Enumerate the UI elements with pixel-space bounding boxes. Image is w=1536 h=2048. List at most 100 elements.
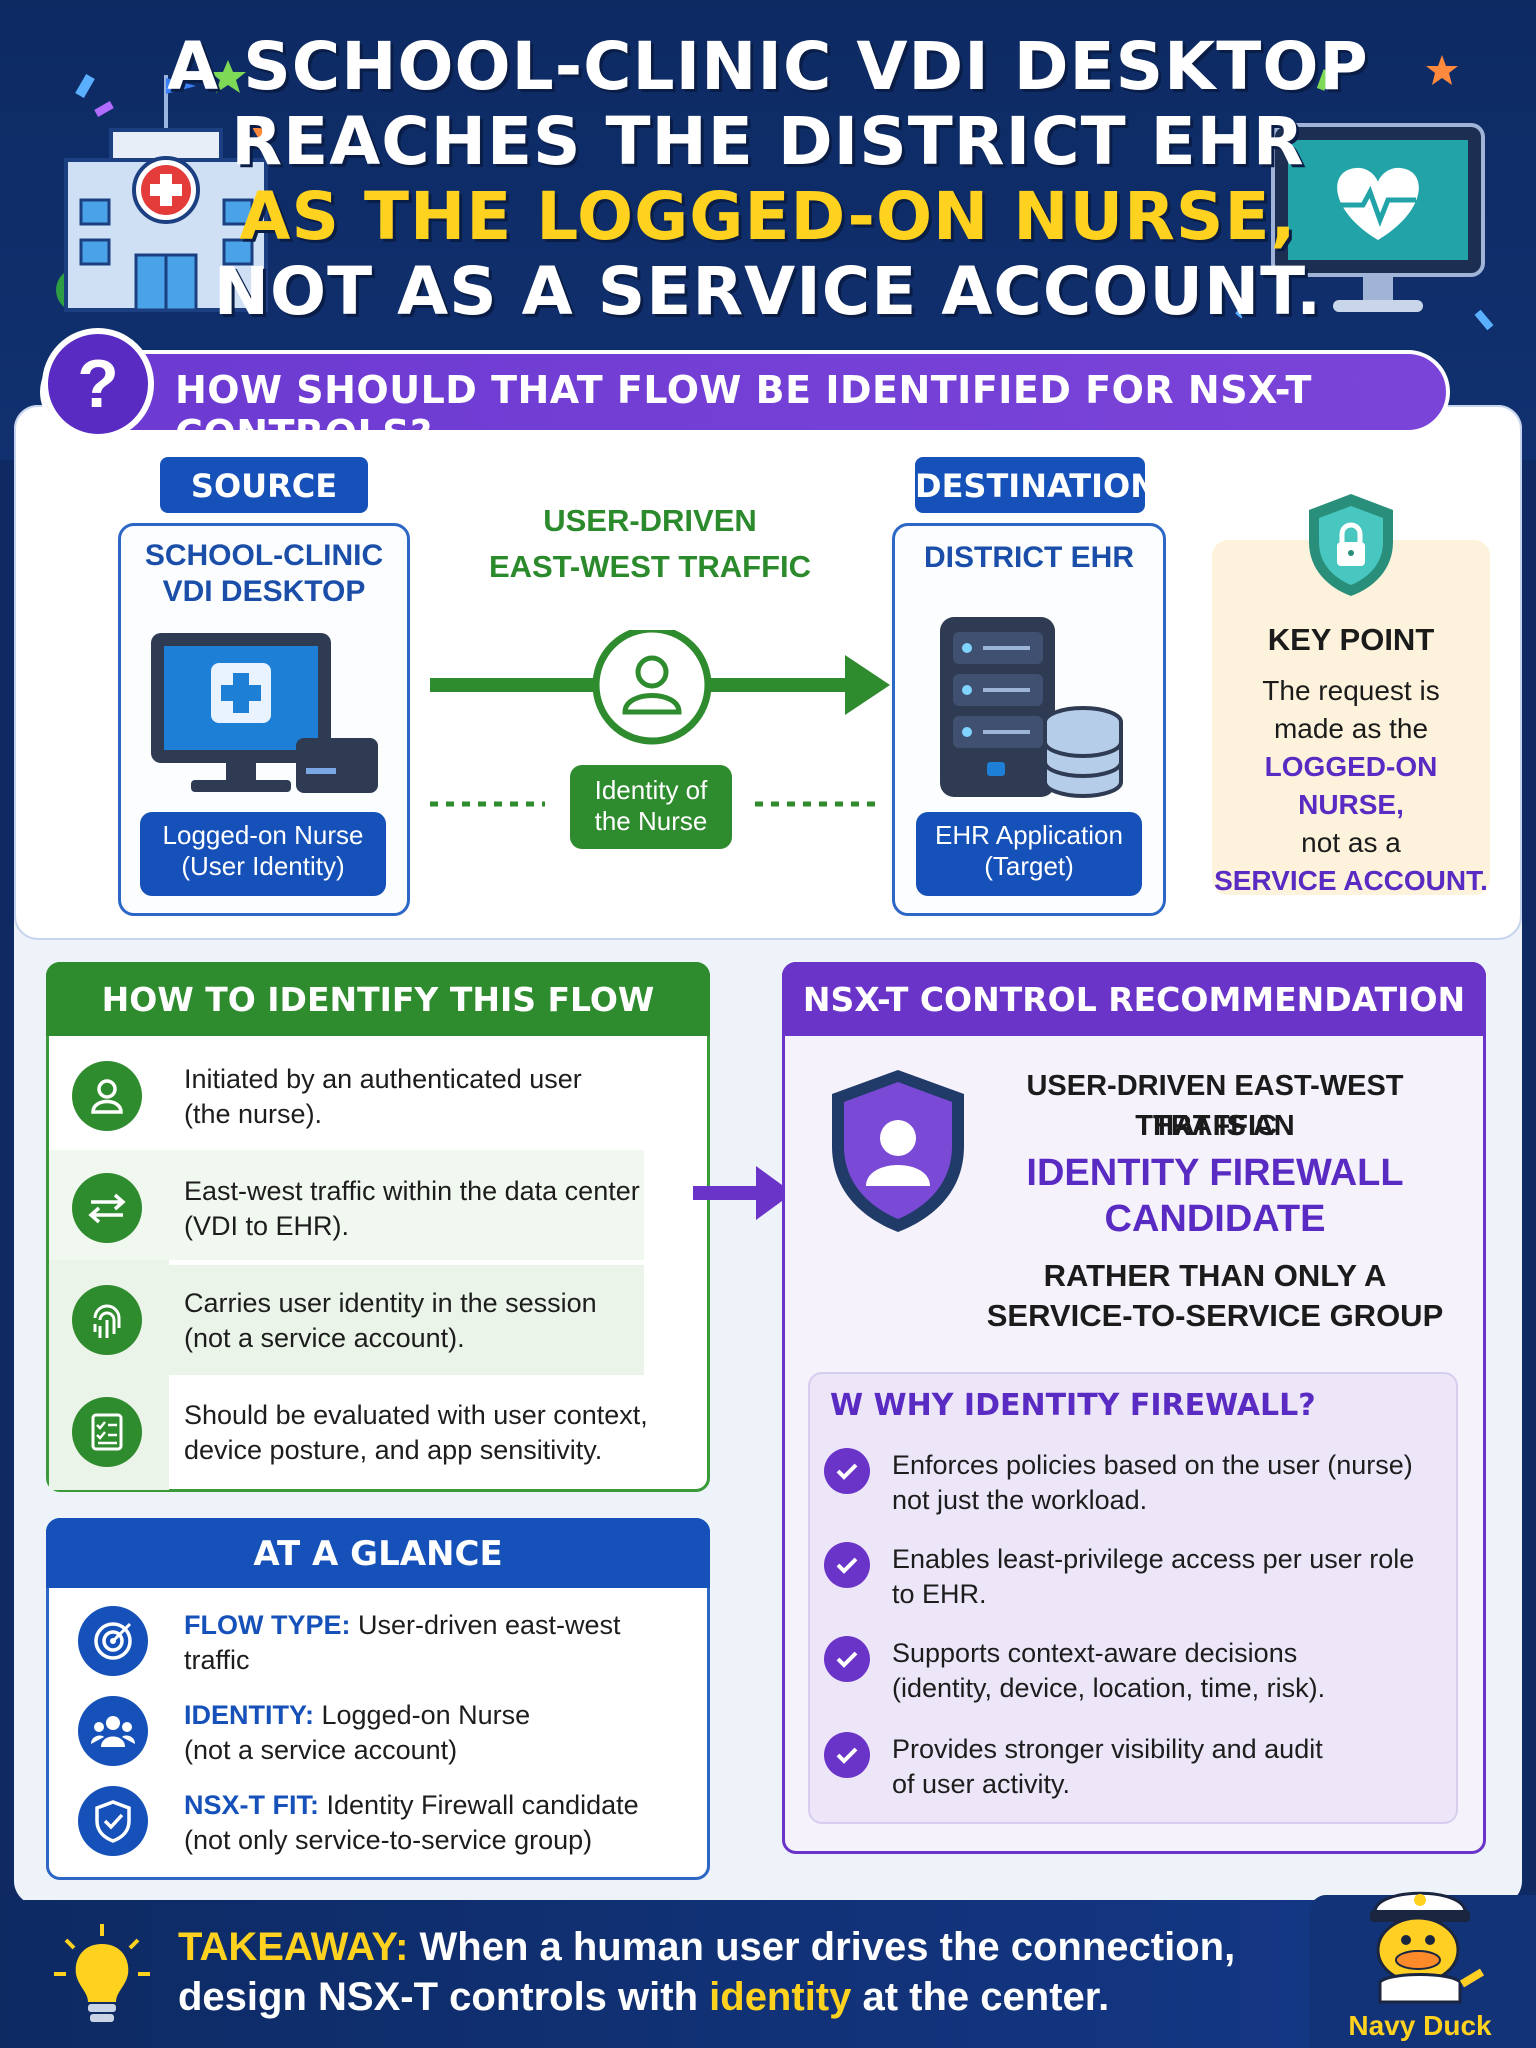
check-icon (824, 1448, 870, 1494)
identify-row-3: Carries user identity in the session (no… (184, 1286, 704, 1356)
checklist-icon (72, 1397, 142, 1467)
why-item-1-line-1: Enforces policies based on the user (nur… (892, 1450, 1413, 1480)
glance-heading: AT A GLANCE (46, 1518, 710, 1588)
check-icon (824, 1732, 870, 1778)
glance-key-identity: IDENTITY: (184, 1700, 314, 1730)
glance-value-flow-type: User-driven east-west (350, 1610, 621, 1640)
brand-name: Navy Duck (1348, 2010, 1492, 2041)
rec-highlight-1: IDENTITY FIREWALL (1026, 1152, 1404, 1194)
identify-row-4-line-1: Should be evaluated with user context, (184, 1400, 648, 1430)
identify-row-2: East-west traffic within the data center… (184, 1174, 704, 1244)
glance-row-3: NSX-T FIT: Identity Firewall candidate (… (184, 1788, 704, 1858)
title-line-1: A SCHOOL-CLINIC VDI DESKTOP (167, 28, 1369, 105)
glance-row-2-line-2: (not a service account) (184, 1735, 458, 1765)
why-box (808, 1372, 1458, 1824)
key-point-box (1212, 540, 1490, 895)
identify-row-3-line-1: Carries user identity in the session (184, 1288, 597, 1318)
destination-tag: DESTINATION (915, 457, 1157, 513)
traffic-label-2: EAST-WEST TRAFFIC (488, 549, 812, 584)
why-item-2-line-1: Enables least-privilege access per user … (892, 1544, 1415, 1574)
destination-title: DISTRICT EHR (924, 541, 1134, 574)
glance-row-1-line-2: traffic (184, 1645, 250, 1675)
server-database-icon (940, 617, 1123, 798)
question-icon: ? (42, 328, 154, 440)
takeaway-text: TAKEAWAY: When a human user drives the c… (178, 1922, 1278, 2022)
identity-dashed-line (430, 801, 875, 807)
takeaway-line-2b: at the center. (851, 1975, 1110, 2019)
identify-row-1-line-1: Initiated by an authenticated user (184, 1064, 582, 1094)
takeaway-footer (0, 1900, 1536, 2048)
takeaway-line-2a: design NSX-T controls with (178, 1975, 710, 2019)
identify-row-2-line-2: (VDI to EHR). (184, 1211, 350, 1241)
identify-row-1-line-2: (the nurse). (184, 1099, 323, 1129)
shield-check-icon (78, 1786, 148, 1856)
source-title-2: VDI DESKTOP (162, 575, 366, 608)
desktop-computer-icon (151, 633, 378, 793)
key-point-highlight-2: SERVICE ACCOUNT. (1214, 865, 1488, 896)
identify-row-1: Initiated by an authenticated user (the … (184, 1062, 704, 1132)
identity-pill-line-1: Identity of (594, 775, 708, 805)
why-item-1-line-2: not just the workload. (892, 1485, 1148, 1515)
duck-mascot-icon (1370, 1891, 1485, 2004)
identify-row-3-line-2: (not a service account). (184, 1323, 465, 1353)
why-item-4-line-1: Provides stronger visibility and audit (892, 1734, 1323, 1764)
user-icon (72, 1061, 142, 1131)
why-title: W WHY IDENTITY FIREWALL? (830, 1388, 1316, 1423)
rec-line-2: THAT IS AN (1135, 1110, 1295, 1142)
traffic-label-1: USER-DRIVEN (543, 503, 757, 538)
why-item-2: Enables least-privilege access per user … (892, 1542, 1432, 1612)
source-identity-pill: Logged-on Nurse (User Identity) (140, 812, 386, 896)
sparkle-decorations (75, 55, 1494, 331)
connect-arrow-icon (693, 1166, 793, 1220)
question-bar (40, 350, 1450, 434)
identify-row-4: Should be evaluated with user context, d… (184, 1398, 704, 1468)
shield-lock-icon (1309, 494, 1393, 596)
glance-value-nsx-fit: Identity Firewall candidate (319, 1790, 639, 1820)
rec-line-1: USER-DRIVEN EAST-WEST TRAFFIC (1026, 1070, 1404, 1142)
target-icon (78, 1606, 148, 1676)
source-pill-line-1: Logged-on Nurse (162, 820, 364, 850)
check-icon (824, 1542, 870, 1588)
why-item-4-line-2: of user activity. (892, 1769, 1071, 1799)
shield-user-icon (832, 1070, 964, 1232)
question-text: HOW SHOULD THAT FLOW BE IDENTIFIED FOR N… (175, 368, 1312, 456)
identify-row-highlight-1 (49, 1150, 644, 1260)
glance-key-nsx-fit: NSX-T FIT: (184, 1790, 319, 1820)
glance-row-3-line-2: (not only service-to-service group) (184, 1825, 593, 1855)
key-point-line-2: made as the (1273, 713, 1429, 744)
source-title-1: SCHOOL-CLINIC (144, 539, 384, 572)
glance-row-2: IDENTITY: Logged-on Nurse (not a service… (184, 1698, 694, 1768)
why-item-2-line-2: to EHR. (892, 1579, 987, 1609)
identity-pill: Identity of the Nurse (570, 765, 732, 849)
why-item-3-line-2: (identity, device, location, time, risk)… (892, 1673, 1326, 1703)
destination-pill-line-1: EHR Application (935, 820, 1123, 850)
title-line-4: NOT AS A SERVICE ACCOUNT. (213, 253, 1323, 330)
why-item-3-line-1: Supports context-aware decisions (892, 1638, 1298, 1668)
identify-row-2-line-1: East-west traffic within the data center (184, 1176, 640, 1206)
destination-target-pill: EHR Application (Target) (916, 812, 1142, 896)
flow-arrow (430, 630, 890, 745)
rec-line-4: SERVICE-TO-SERVICE GROUP (986, 1298, 1444, 1333)
takeaway-label: TAKEAWAY: (178, 1925, 409, 1969)
key-point-line-3: not as a (1301, 827, 1401, 858)
glance-value-identity: Logged-on Nurse (314, 1700, 531, 1730)
identify-row-highlight-2 (49, 1265, 644, 1375)
source-pill-line-2: (User Identity) (181, 851, 345, 881)
lightbulb-icon (54, 1924, 150, 2022)
why-item-4: Provides stronger visibility and audit o… (892, 1732, 1432, 1802)
key-point-text: The request is made as the LOGGED-ON NUR… (1212, 672, 1490, 900)
takeaway-highlight: identity (709, 1975, 852, 2019)
monitor-heart-icon (1271, 123, 1485, 312)
key-point-title: KEY POINT (1267, 622, 1435, 657)
title-line-2: REACHES THE DISTRICT EHR (231, 103, 1305, 180)
rec-highlight-2: CANDIDATE (1104, 1198, 1326, 1240)
glance-key-flow-type: FLOW TYPE: (184, 1610, 351, 1640)
users-icon (78, 1696, 148, 1766)
glance-row-1: FLOW TYPE: User-driven east-west traffic (184, 1608, 694, 1678)
destination-pill-line-2: (Target) (984, 851, 1074, 881)
recommendation-heading: NSX-T CONTROL RECOMMENDATION (782, 962, 1486, 1036)
identify-row-4-line-2: device posture, and app sensitivity. (184, 1435, 603, 1465)
why-item-3: Supports context-aware decisions (identi… (892, 1636, 1442, 1706)
arrows-icon (72, 1173, 142, 1243)
takeaway-line-1: When a human user drives the connection, (408, 1925, 1236, 1969)
